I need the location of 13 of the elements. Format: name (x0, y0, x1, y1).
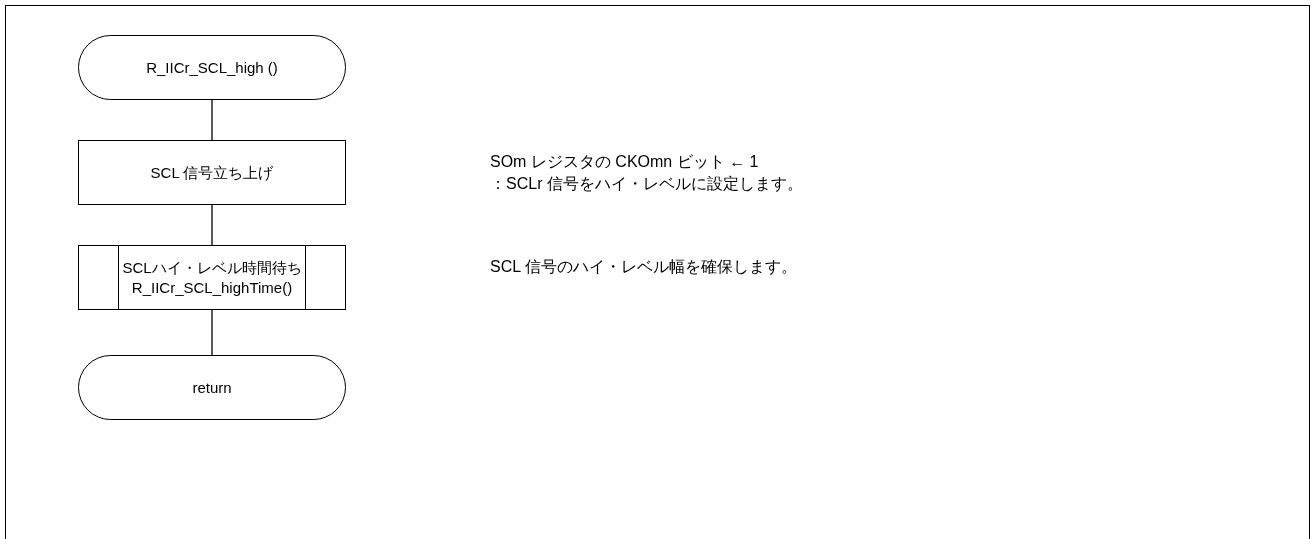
node-label: R_IICr_SCL_high () (146, 57, 278, 78)
process-box (78, 140, 346, 205)
connector-line (211, 309, 213, 356)
annotation-text: SCL 信号のハイ・レベル幅を確保します。 (490, 257, 797, 277)
connector-line (211, 204, 213, 246)
node-label: return (192, 377, 232, 398)
node-label: R_IICr_SCL_highTime() (131, 277, 293, 298)
subroutine-box (78, 245, 346, 310)
connector-line (211, 99, 213, 141)
annotation-text: ：SCLr 信号をハイ・レベルに設定します。 (490, 174, 803, 194)
node-label: SCLハイ・レベル時間待ち (122, 257, 302, 278)
annotation-text: SOm レジスタの CKOmn ビット ← 1 (490, 152, 759, 172)
node-label: SCL 信号立ち上げ (150, 162, 274, 183)
